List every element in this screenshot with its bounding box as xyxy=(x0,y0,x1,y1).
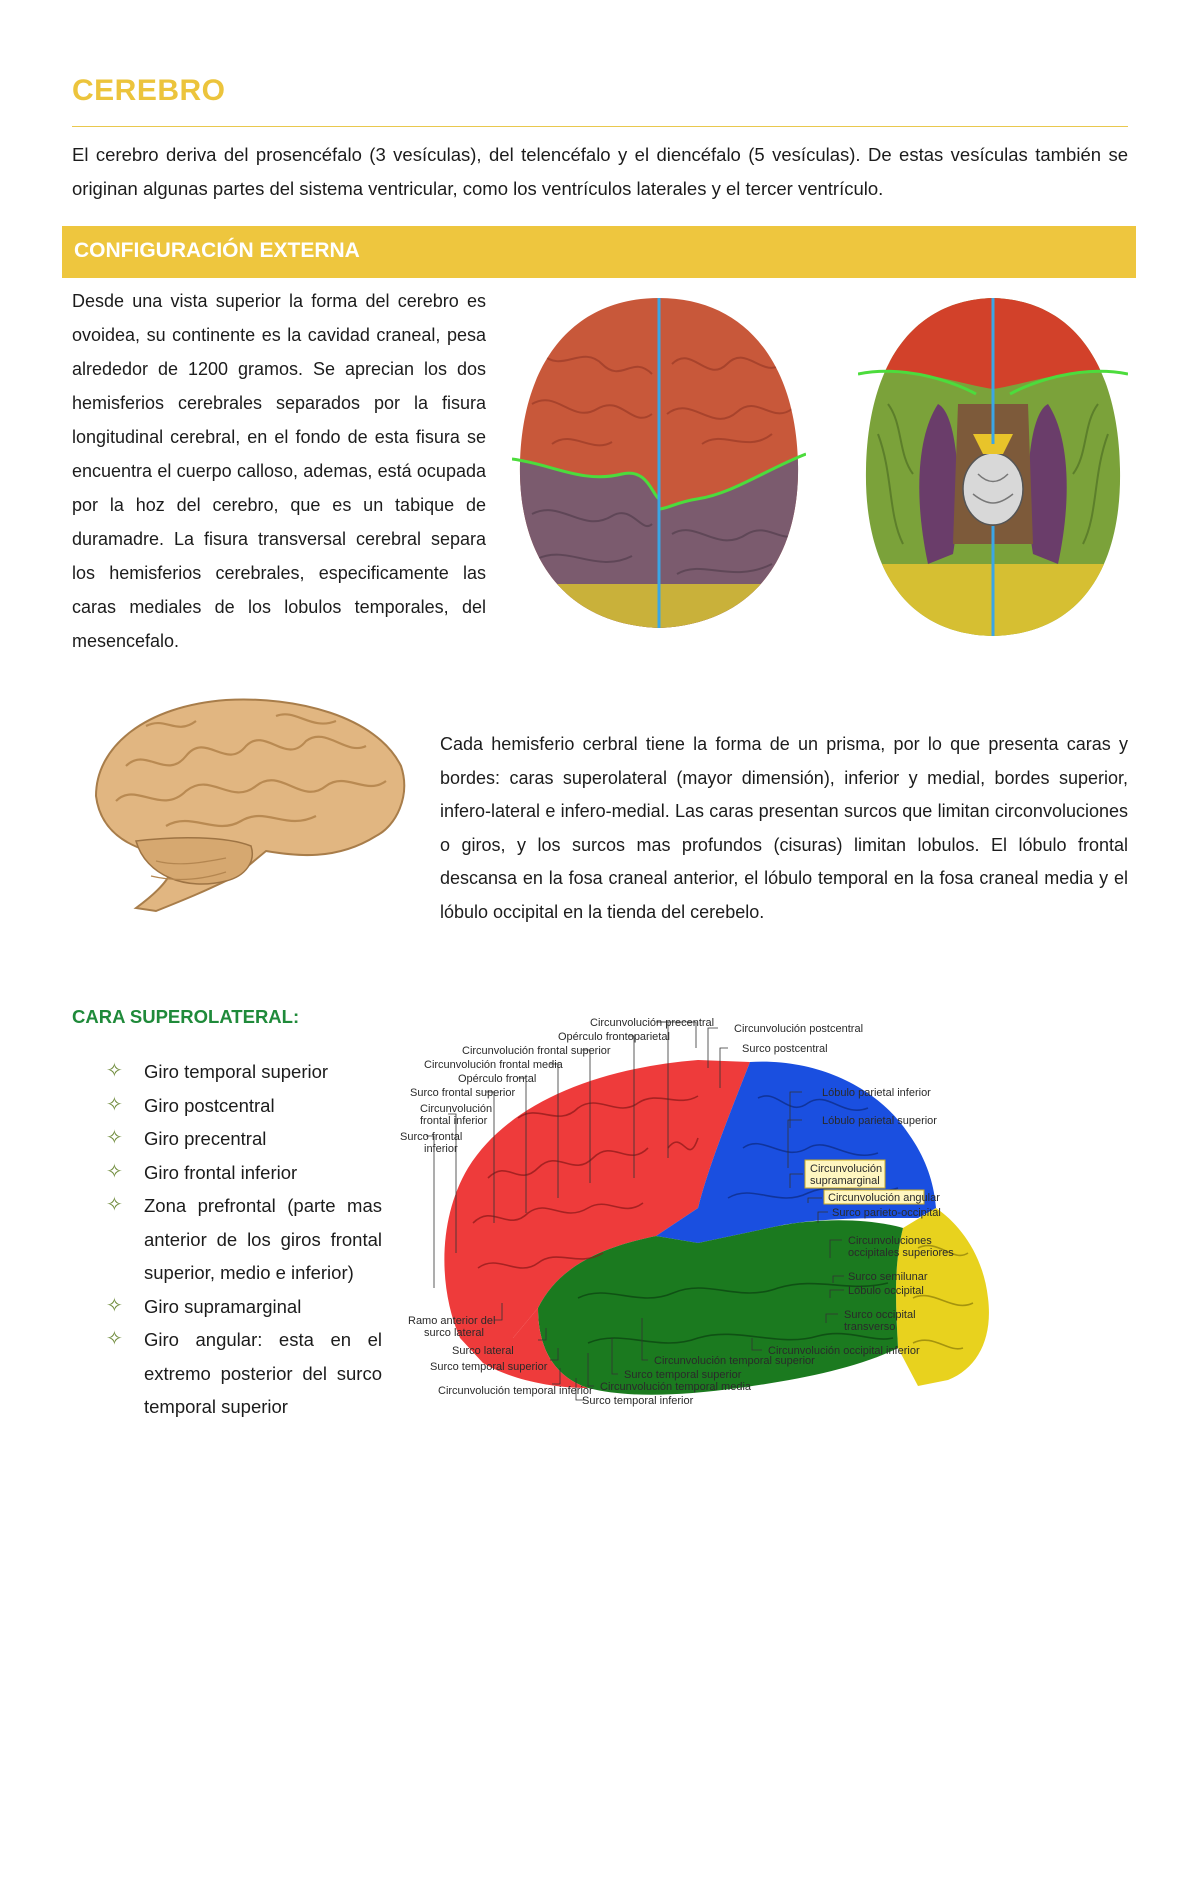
brain-inferior-view-illustration xyxy=(858,298,1128,636)
page-title: CEREBRO xyxy=(72,74,226,107)
label-parietal-inferior: Lóbulo parietal inferior xyxy=(822,1087,931,1099)
label-ramo-anterior-line1: Ramo anterior del xyxy=(408,1315,495,1327)
label-parietal-superior: Lóbulo parietal superior xyxy=(822,1115,937,1127)
label-postcentral: Circunvolución postcentral xyxy=(734,1023,863,1035)
brain-lateral-photo-illustration xyxy=(94,698,406,913)
label-surco-lateral: Surco lateral xyxy=(452,1345,514,1357)
label-surco-temporal-inferior: Surco temporal inferior xyxy=(582,1395,694,1407)
star-bullet-icon: ✧ xyxy=(106,1194,123,1216)
label-surco-temporal-superior-right: Surco temporal superior xyxy=(624,1369,742,1381)
label-precentral: Circunvolución precentral xyxy=(590,1017,714,1029)
label-surco-postcentral: Surco postcentral xyxy=(742,1043,828,1055)
superolateral-heading: CARA SUPEROLATERAL: xyxy=(72,1006,300,1027)
label-operculo-frontal: Opérculo frontal xyxy=(458,1073,536,1085)
label-parieto-occipital: Surco parieto-occipital xyxy=(832,1207,941,1219)
label-occipitales-superiores-line2: occipitales superiores xyxy=(848,1247,954,1259)
superolateral-labeled-diagram: Circunvolución precentral Opérculo front… xyxy=(400,1017,989,1407)
superior-view-paragraph: Desde una vista superior la forma del ce… xyxy=(72,291,486,651)
label-operculo: Opérculo frontoparietal xyxy=(558,1031,670,1043)
label-frontal-superior: Circunvolución frontal superior xyxy=(462,1045,611,1057)
list-item: ✧Zona prefrontal (parte mas anterior de … xyxy=(106,1189,382,1290)
star-bullet-icon: ✧ xyxy=(106,1328,123,1350)
star-bullet-icon: ✧ xyxy=(106,1127,123,1149)
label-supramarginal-line1: Circunvolución xyxy=(810,1163,882,1175)
label-temporal-media: Circunvolución temporal media xyxy=(600,1381,752,1393)
list-item: ✧Giro temporal superior xyxy=(106,1055,382,1089)
label-supramarginal-line2: supramarginal xyxy=(810,1175,880,1187)
hemisphere-paragraph: Cada hemisferio cerbral tiene la forma d… xyxy=(440,734,1128,922)
label-occipital-transverso-line2: transverso xyxy=(844,1321,895,1333)
section-banner: CONFIGURACIÓN EXTERNA xyxy=(62,226,1136,278)
label-surco-temporal-superior-left: Surco temporal superior xyxy=(430,1361,548,1373)
label-semilunar: Surco semilunar xyxy=(848,1271,928,1283)
star-bullet-icon: ✧ xyxy=(106,1093,123,1116)
label-surco-frontal-inferior-line2: inferior xyxy=(424,1143,458,1155)
label-surco-frontal-superior: Surco frontal superior xyxy=(410,1087,515,1099)
label-temporal-superior: Circunvolución temporal superior xyxy=(654,1355,815,1367)
list-item: ✧Giro frontal inferior xyxy=(106,1156,382,1190)
label-frontal-media: Circunvolución frontal media xyxy=(424,1059,564,1071)
label-surco-frontal-inferior-line1: Surco frontal xyxy=(400,1131,462,1143)
label-temporal-inferior: Circunvolución temporal inferior xyxy=(438,1385,593,1397)
section-title: CONFIGURACIÓN EXTERNA xyxy=(74,239,360,262)
label-frontal-inferior-line2: frontal inferior xyxy=(420,1115,488,1127)
label-frontal-inferior-line1: Circunvolución xyxy=(420,1103,492,1115)
intro-paragraph: El cerebro deriva del prosencéfalo (3 ve… xyxy=(72,144,1128,199)
label-ramo-anterior-line2: surco lateral xyxy=(424,1327,484,1339)
label-occipital-transverso-line1: Surco occipital xyxy=(844,1309,916,1321)
superolateral-list: ✧Giro temporal superior ✧Giro postcentra… xyxy=(106,1055,382,1424)
star-bullet-icon: ✧ xyxy=(106,1160,123,1183)
brain-superior-view-illustration xyxy=(512,298,806,628)
label-occipitales-superiores-line1: Circunvoluciones xyxy=(848,1235,932,1247)
label-occipital-inferior: Circunvolución occipital inferior xyxy=(768,1345,920,1357)
label-angular: Circunvolución angular xyxy=(828,1192,940,1204)
list-item: ✧Giro precentral xyxy=(106,1122,382,1156)
list-item: ✧Giro postcentral xyxy=(106,1089,382,1123)
list-item: ✧Giro angular: esta en el extremo poster… xyxy=(106,1323,382,1424)
title-divider xyxy=(72,126,1128,127)
star-bullet-icon: ✧ xyxy=(106,1060,123,1082)
star-bullet-icon: ✧ xyxy=(106,1294,123,1317)
label-lobulo-occipital: Lóbulo occipital xyxy=(848,1285,924,1297)
list-item: ✧Giro supramarginal xyxy=(106,1290,382,1324)
